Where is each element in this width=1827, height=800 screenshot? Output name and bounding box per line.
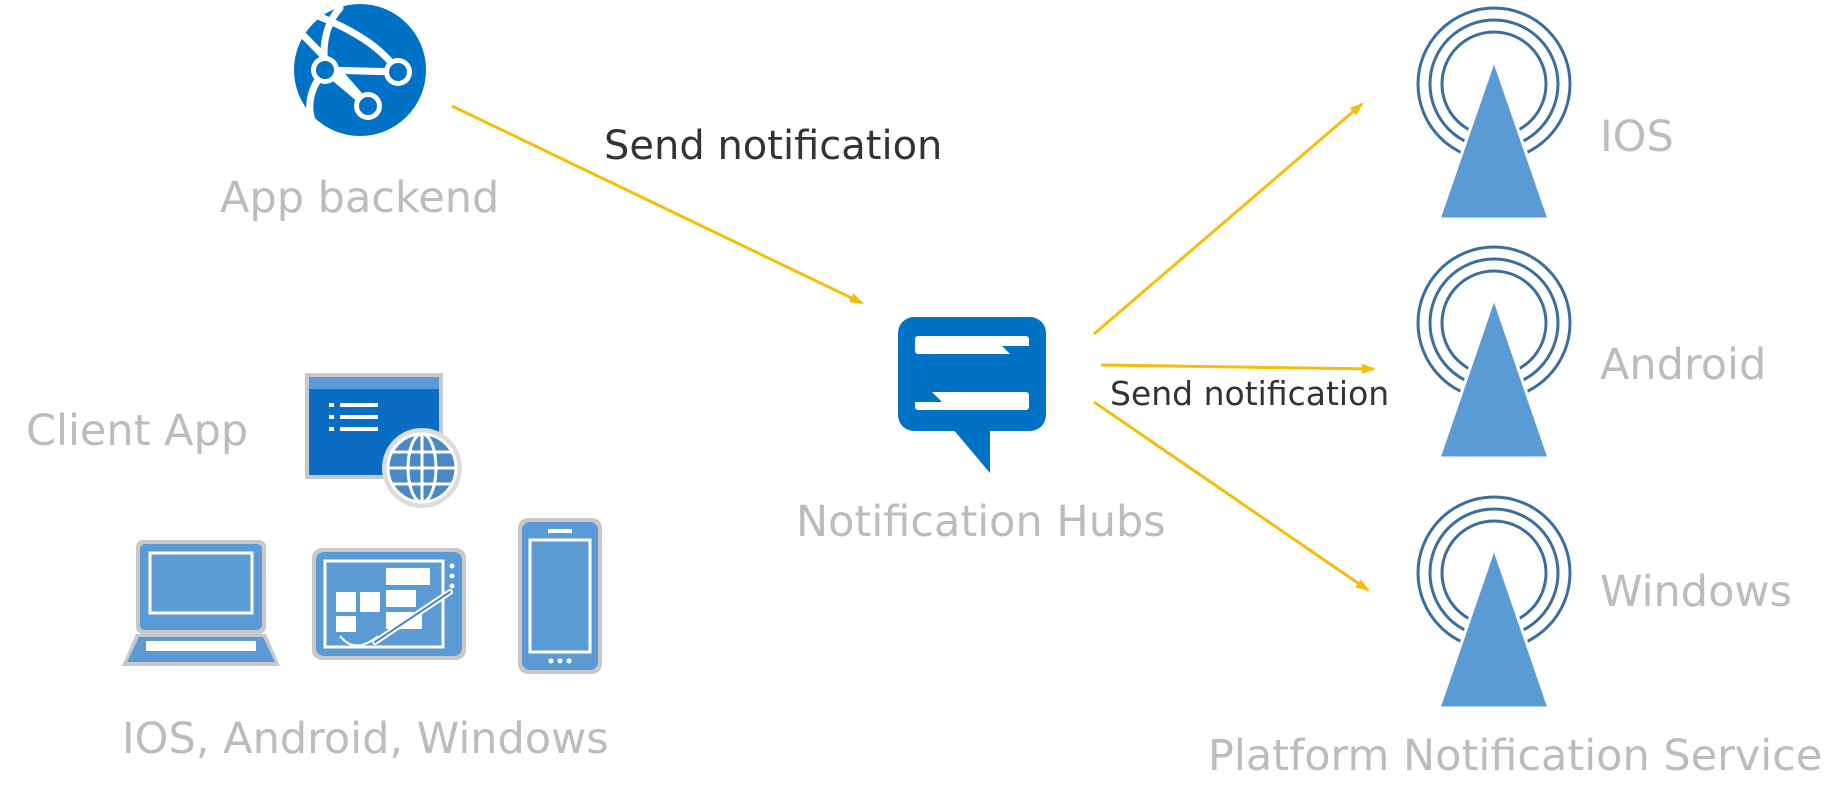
broadcast-tower-icon [1416, 495, 1572, 710]
notification-hubs-label: Notification Hubs [796, 497, 1166, 547]
edge-hubs-to-android [1100, 363, 1376, 374]
web-app-window-icon [305, 373, 462, 508]
ios-label: IOS [1600, 112, 1674, 162]
devices-label: IOS, Android, Windows [122, 714, 609, 764]
notification-hubs-icon [898, 317, 1046, 473]
edge-label-send-notification: Send notification [604, 123, 943, 169]
broadcast-tower-icon [1416, 6, 1572, 221]
edge-hubs-to-ios [1093, 102, 1364, 336]
globe-network-icon [292, 4, 426, 136]
edge-hubs-to-windows [1093, 400, 1370, 592]
edge-label-send-notification-platform: Send notification [1110, 374, 1390, 413]
phone-icon [518, 518, 602, 674]
windows-label: Windows [1600, 567, 1792, 617]
platform-service-label: Platform Notification Service [1208, 731, 1823, 781]
broadcast-tower-icon [1416, 245, 1572, 460]
edge-backend-to-hubs [451, 104, 864, 305]
android-label: Android [1600, 340, 1767, 390]
app-backend-label: App backend [220, 173, 500, 223]
tablet-icon [312, 548, 466, 660]
client-app-label: Client App [26, 406, 249, 456]
laptop-icon [122, 540, 280, 666]
